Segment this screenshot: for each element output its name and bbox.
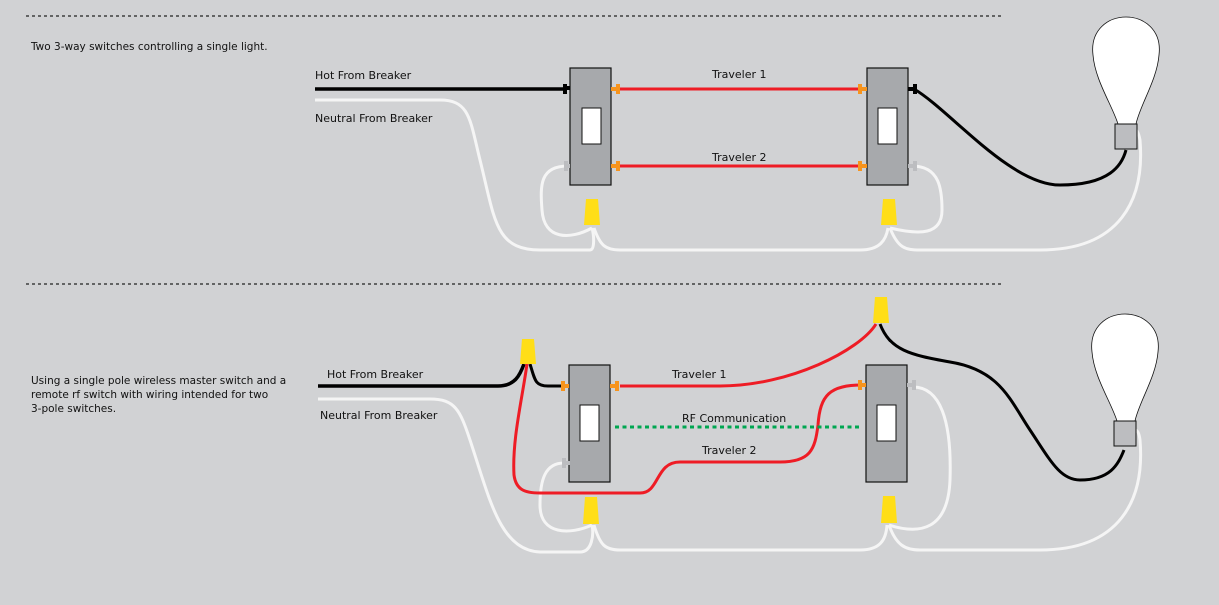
section1-switch2-neutral-pigtail [889, 164, 944, 234]
section2-wire-nut-traveler [873, 297, 889, 323]
section1-traveler2-label: Traveler 2 [711, 151, 766, 164]
section2-caption-line3: 3-pole switches. [31, 403, 116, 415]
terminal-load-brass [615, 381, 619, 391]
section2-switch2-neutral-pigtail [888, 385, 952, 531]
section2-hot-wire [318, 363, 526, 388]
section2-wire-nut-neutral-2 [881, 496, 897, 523]
bulb-glass [1092, 16, 1160, 125]
section1-neutral-wire [315, 98, 596, 252]
section2-bulb-neutral-wire [887, 428, 1143, 552]
section2-neutral-run [592, 524, 889, 552]
switch-toggle[interactable] [581, 107, 602, 145]
terminal-screw [860, 383, 866, 387]
terminal-screw [564, 461, 570, 465]
section1-wire-nut-2 [881, 199, 897, 225]
terminal-screw [611, 87, 617, 91]
section2-hot-pigtail [528, 363, 562, 388]
terminal-screw [907, 383, 913, 387]
section1-switch1[interactable] [563, 67, 620, 186]
section2-remote-switch[interactable] [858, 364, 916, 483]
terminal-screw [563, 86, 570, 90]
section1-light-bulb [1092, 16, 1160, 150]
terminal-screw [611, 164, 617, 168]
section1-switch2[interactable] [858, 67, 917, 186]
section2-caption-line2: remote rf switch with wiring intended fo… [31, 389, 268, 401]
section1-switched-hot-wire [913, 87, 1128, 187]
terminal-screw [610, 384, 616, 388]
switch-toggle[interactable] [876, 404, 897, 442]
section2-rf-label: RF Communication [682, 412, 786, 425]
section2-switch1-neutral-pigtail [538, 461, 593, 533]
terminal-screw [908, 87, 915, 91]
section2-traveler2-label: Traveler 2 [701, 444, 756, 457]
section1-switch1-neutral-pigtail [539, 164, 593, 237]
section2-master-switch[interactable] [561, 364, 619, 483]
section2-neutral-label: Neutral From Breaker [320, 409, 438, 422]
section2-traveler2-wire [512, 363, 863, 495]
section2-traveler1-label: Traveler 1 [671, 368, 726, 381]
terminal-screw [563, 384, 569, 388]
switch-toggle[interactable] [877, 107, 898, 145]
section2-light-bulb [1091, 313, 1159, 447]
bulb-glass [1091, 313, 1159, 422]
section2-caption-line1: Using a single pole wireless master swit… [31, 375, 286, 387]
section2-wires [318, 323, 1143, 554]
switch-toggle[interactable] [579, 404, 600, 442]
section2-neutral-wire [318, 397, 595, 554]
section1-wires [315, 87, 1143, 252]
bulb-base [1114, 123, 1138, 150]
section1-neutral-run [592, 227, 890, 252]
terminal-neutral-silver [912, 380, 916, 390]
terminal-screw [860, 87, 867, 91]
section1-hot-label: Hot From Breaker [315, 69, 412, 82]
bulb-base [1113, 420, 1137, 447]
terminal-traveler2-brass [616, 161, 620, 171]
section1-caption: Two 3-way switches controlling a single … [30, 41, 268, 53]
terminal-screw [908, 164, 915, 168]
section2-wire-nut-neutral-1 [583, 497, 599, 524]
section2-hot-label: Hot From Breaker [327, 368, 424, 381]
section1-bulb-neutral-wire [888, 128, 1143, 252]
section1-traveler1-label: Traveler 1 [711, 68, 766, 81]
section1-neutral-label: Neutral From Breaker [315, 112, 433, 125]
terminal-screw [860, 164, 867, 168]
terminal-screw [564, 164, 570, 168]
section2-wire-nut-hot [520, 339, 536, 364]
section1-wire-nut-1 [584, 199, 600, 225]
terminal-traveler1-brass [616, 84, 620, 94]
section2-switched-hot-wire [878, 323, 1126, 482]
section2-traveler1-wire [620, 323, 878, 388]
